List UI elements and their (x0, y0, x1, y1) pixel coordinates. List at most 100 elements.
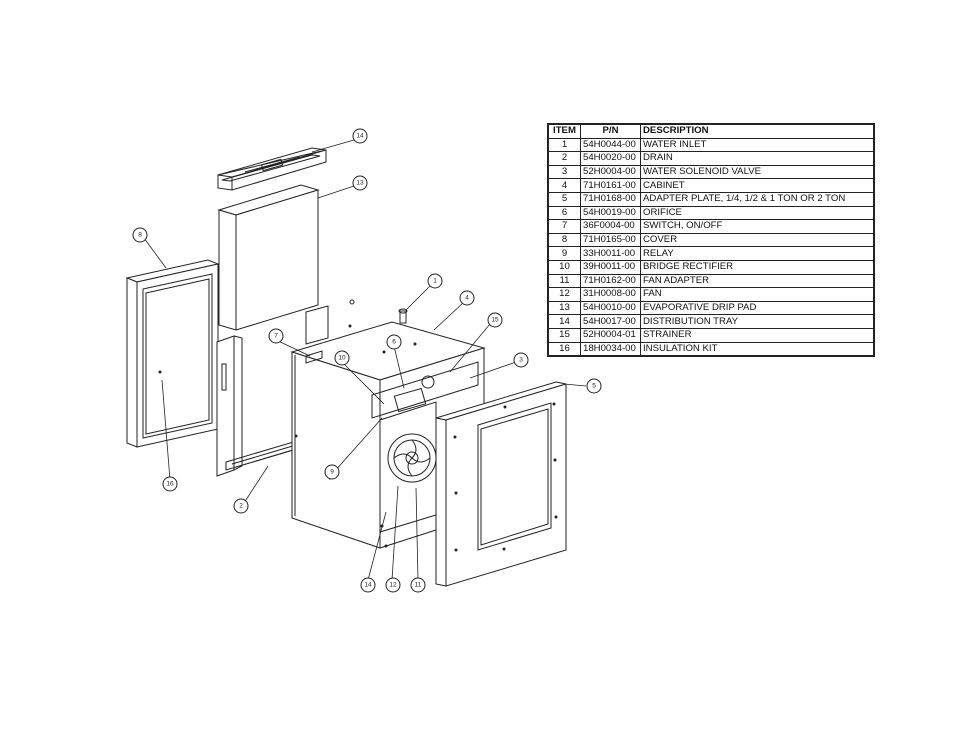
cell-description: CABINET (640, 178, 874, 193)
callout-5: 5 (586, 378, 602, 394)
cell-pn: 71H0162-00 (580, 273, 641, 289)
header-description: DESCRIPTION (640, 124, 874, 139)
cell-pn: 54H0017-00 (580, 314, 641, 329)
cell-pn: 39H0011-00 (580, 259, 641, 275)
cell-pn: 36F0004-00 (580, 219, 641, 234)
cell-description: FAN (640, 287, 874, 302)
cell-item: 4 (548, 178, 581, 193)
cell-item: 8 (548, 232, 581, 248)
callout-14-top: 14 (352, 128, 368, 144)
callout-label: 3 (519, 357, 523, 364)
callout-3: 3 (513, 352, 529, 368)
cell-item: 15 (548, 327, 581, 343)
cell-description: DRAIN (640, 151, 874, 166)
cell-item: 10 (548, 259, 581, 275)
insulation-panel (216, 305, 329, 477)
callout-15: 15 (487, 312, 503, 328)
cell-item: 11 (548, 273, 581, 289)
cell-item: 9 (548, 246, 581, 261)
cell-description: ORIFICE (640, 205, 874, 221)
header-pn: P/N (580, 124, 641, 139)
callout-label: 15 (491, 317, 499, 324)
cell-description: ADAPTER PLATE, 1/4, 1/2 & 1 TON OR 2 TON (640, 191, 874, 207)
callout-label: 1 (433, 278, 437, 285)
callout-label: 10 (338, 355, 346, 362)
cell-item: 13 (548, 300, 581, 316)
cell-pn: 52H0004-01 (580, 327, 641, 343)
callout-label: 11 (415, 582, 422, 589)
cell-description: STRAINER (640, 327, 874, 343)
cover-frame (125, 259, 220, 448)
callout-label: 14 (356, 133, 364, 140)
callout-16: 16 (162, 476, 178, 492)
callout-6: 6 (386, 334, 402, 350)
cell-description: SWITCH, ON/OFF (640, 219, 874, 234)
callout-label: 14 (364, 582, 372, 589)
callout-1: 1 (427, 273, 443, 289)
callout-label: 7 (274, 333, 278, 340)
cell-description: WATER SOLENOID VALVE (640, 164, 874, 180)
callout-4: 4 (459, 290, 475, 306)
callout-7: 7 (268, 328, 284, 344)
cell-item: 5 (548, 191, 581, 207)
adapter-plate (435, 381, 567, 587)
cell-item: 12 (548, 287, 581, 302)
cell-pn: 71H0168-00 (580, 191, 641, 207)
header-item: ITEM (548, 124, 581, 139)
callout-14-bottom: 14 (360, 577, 376, 593)
cell-pn: 52H0004-00 (580, 164, 641, 180)
callout-label: 8 (138, 232, 142, 239)
callout-label: 5 (592, 383, 596, 390)
callout-label: 2 (239, 503, 243, 510)
cell-pn: 31H0008-00 (580, 287, 641, 302)
cell-description: EVAPORATIVE DRIP PAD (640, 300, 874, 316)
callout-13: 13 (352, 175, 368, 191)
cell-pn: 18H0034-00 (580, 341, 641, 357)
evaporative-drip-pad (217, 184, 320, 331)
callout-label: 13 (356, 180, 364, 187)
callout-9: 9 (324, 464, 340, 480)
cell-item: 3 (548, 164, 581, 180)
callout-11: 11 (410, 577, 426, 593)
cell-item: 14 (548, 314, 581, 329)
cell-item: 2 (548, 151, 581, 166)
cell-description: BRIDGE RECTIFIER (640, 259, 874, 275)
callout-label: 12 (389, 582, 397, 589)
callout-10: 10 (334, 350, 350, 366)
cell-pn: 71H0165-00 (580, 232, 641, 248)
cell-pn: 54H0020-00 (580, 151, 641, 166)
parts-table-header-row: ITEM P/N DESCRIPTION (548, 124, 874, 139)
cell-description: WATER INLET (640, 137, 874, 153)
cell-item: 6 (548, 205, 581, 221)
callout-label: 6 (392, 339, 396, 346)
cell-description: COVER (640, 232, 874, 248)
callout-8: 8 (132, 227, 148, 243)
cell-description: FAN ADAPTER (640, 273, 874, 289)
cell-item: 7 (548, 219, 581, 234)
callout-label: 4 (465, 295, 469, 302)
cell-pn: 71H0161-00 (580, 178, 641, 193)
cell-pn: 54H0010-00 (580, 300, 641, 316)
cell-pn: 54H0019-00 (580, 205, 641, 221)
cell-item: 16 (548, 341, 581, 357)
cell-pn: 33H0011-00 (580, 246, 641, 261)
callout-label: 9 (330, 469, 334, 476)
callout-2: 2 (233, 498, 249, 514)
